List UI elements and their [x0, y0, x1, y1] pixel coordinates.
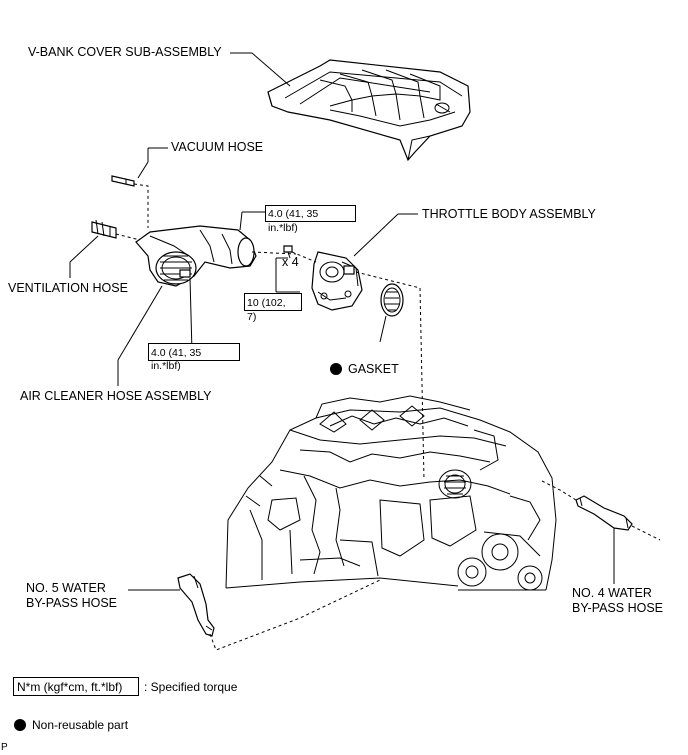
label-throttle-body: THROTTLE BODY ASSEMBLY: [422, 207, 596, 221]
torque-box-3: [148, 343, 240, 361]
torque-3-line1: 4.0 (41, 35: [151, 347, 202, 359]
bolt-count: x 4: [282, 255, 299, 269]
air-cleaner-hose-drawing: [135, 225, 257, 287]
label-vbank-cover: V-BANK COVER SUB-ASSEMBLY: [28, 45, 222, 59]
torque-2-line2: 7): [247, 311, 257, 323]
legend-torque-unit: N*m (kgf*cm, ft.*lbf): [17, 680, 123, 694]
torque-3-line2: in.*lbf): [151, 360, 181, 372]
corner-mark: P: [1, 742, 8, 753]
no5-hose-drawing: [177, 573, 215, 637]
vbank-cover-drawing: [267, 59, 471, 162]
legend-torque-box: [13, 677, 139, 696]
label-ventilation-hose: VENTILATION HOSE: [8, 281, 128, 295]
label-no5-line1: NO. 5 WATER: [26, 581, 106, 595]
non-reusable-mark-gasket: [330, 363, 342, 375]
vacuum-hose-drawing: [111, 175, 135, 187]
torque-box-2: [244, 293, 302, 311]
torque-2-line1: 10 (102,: [247, 297, 286, 309]
label-no4-line1: NO. 4 WATER: [572, 586, 652, 600]
label-air-cleaner-hose: AIR CLEANER HOSE ASSEMBLY: [20, 389, 212, 403]
torque-1-line2: in.*lbf): [268, 222, 298, 234]
no4-hose-drawing: [575, 495, 633, 531]
engine-drawing: [225, 395, 557, 591]
label-no4-line2: BY-PASS HOSE: [572, 601, 664, 615]
throttle-body-drawing: [311, 251, 363, 311]
legend-non-reusable-dot: [14, 719, 26, 731]
torque-box-1: [265, 205, 356, 222]
ventilation-hose-drawing: [91, 219, 117, 239]
gasket-drawing: [380, 283, 404, 317]
label-gasket: GASKET: [348, 362, 399, 376]
label-no5-line2: BY-PASS HOSE: [26, 596, 118, 610]
label-vacuum-hose: VACUUM HOSE: [171, 140, 264, 154]
torque-1-line1: 4.0 (41, 35: [268, 208, 319, 220]
legend-non-reusable-desc: Non-reusable part: [32, 718, 129, 732]
legend-torque-desc: : Specified torque: [144, 680, 238, 694]
